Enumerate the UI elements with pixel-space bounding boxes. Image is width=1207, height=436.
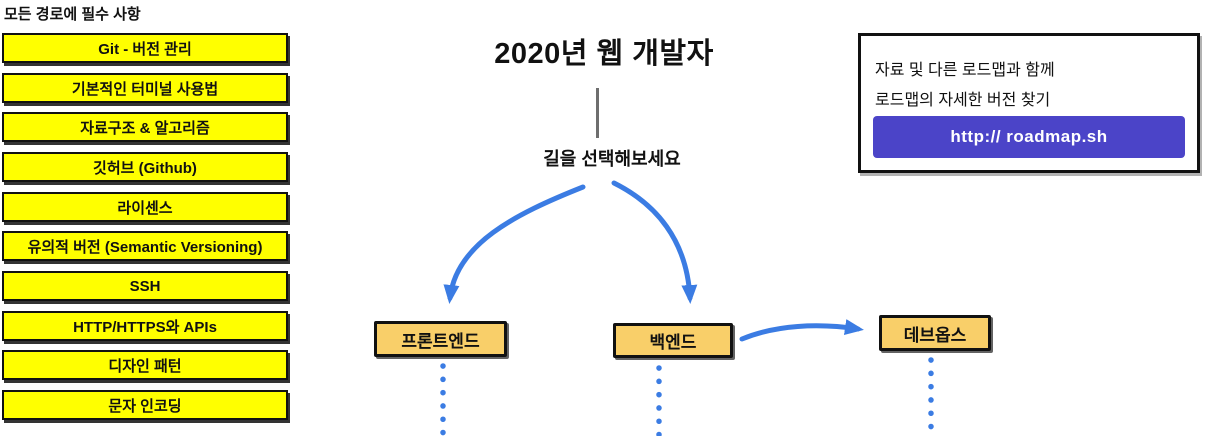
topic-node-ssh[interactable]: SSH	[2, 271, 288, 301]
arrow-to-backend	[611, 180, 698, 304]
topic-node-http-apis[interactable]: HTTP/HTTPS와 APIs	[2, 311, 288, 341]
title-connector-line	[596, 88, 599, 138]
topic-node-data-structures[interactable]: 자료구조 & 알고리즘	[2, 112, 288, 142]
sidebar-heading: 모든 경로에 필수 사항	[4, 6, 141, 23]
info-line-2: 로드맵의 자세한 버전 찾기	[875, 92, 1051, 109]
topic-node-terminal[interactable]: 기본적인 터미널 사용법	[2, 73, 288, 103]
path-node-frontend[interactable]: 프론트엔드	[374, 321, 507, 357]
path-node-devops[interactable]: 데브옵스	[879, 315, 991, 351]
topic-node-github[interactable]: 깃허브 (Github)	[2, 152, 288, 182]
topic-node-char-encoding[interactable]: 문자 인코딩	[2, 390, 288, 420]
page-title: 2020년 웹 개발자	[494, 38, 714, 70]
info-line-1: 자료 및 다른 로드맵과 함께	[875, 62, 1055, 79]
arrow-to-frontend	[443, 184, 586, 304]
topic-node-semver[interactable]: 유의적 버전 (Semantic Versioning)	[2, 231, 288, 261]
topic-node-design-patterns[interactable]: 디자인 패턴	[2, 350, 288, 380]
choose-path-label: 길을 선택해보세요	[543, 149, 681, 169]
path-node-backend[interactable]: 백엔드	[613, 323, 733, 358]
roadmap-sh-link-button[interactable]: http:// roadmap.sh	[873, 116, 1185, 158]
topic-node-git[interactable]: Git - 버전 관리	[2, 33, 288, 63]
info-box: 자료 및 다른 로드맵과 함께 로드맵의 자세한 버전 찾기 http:// r…	[858, 33, 1200, 173]
topic-node-licenses[interactable]: 라이센스	[2, 192, 288, 222]
arrow-backend-to-devops	[739, 319, 864, 342]
